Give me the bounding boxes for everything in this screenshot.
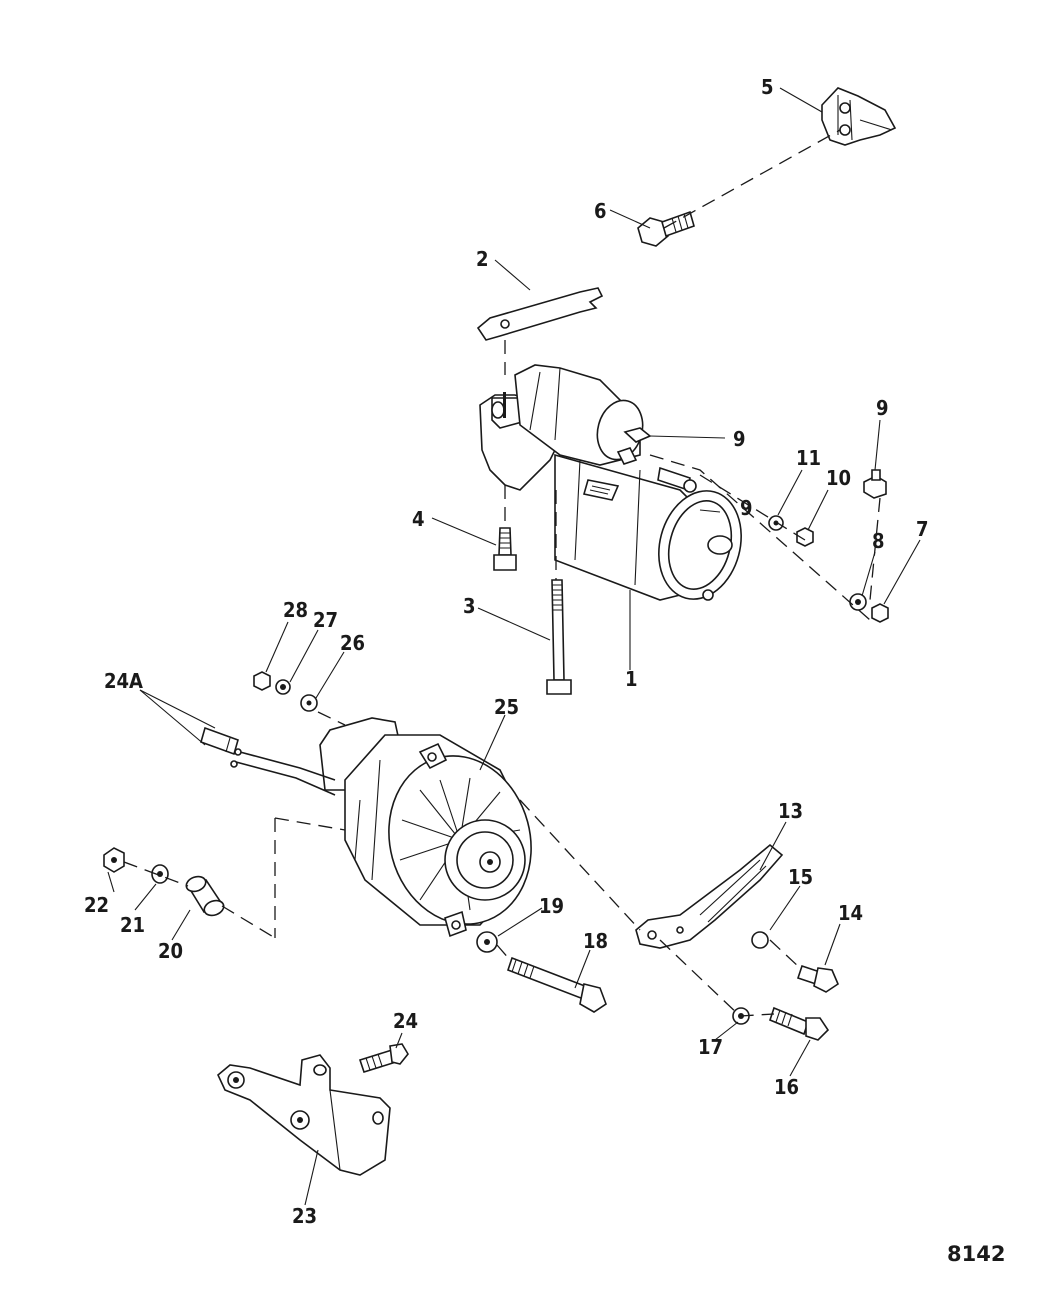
bracket-5 (821, 87, 897, 146)
nut-22 (103, 847, 125, 873)
adjusting-bracket-13 (635, 843, 784, 949)
label-9-mid: 9 (733, 427, 746, 451)
label-13: 13 (778, 799, 803, 823)
washer-27 (275, 679, 291, 695)
label-27: 27 (313, 608, 338, 632)
label-14: 14 (838, 901, 863, 925)
label-9-top: 9 (876, 396, 889, 420)
label-18: 18 (583, 929, 608, 953)
leader-lines (107, 87, 921, 1206)
bolt-18 (506, 956, 607, 1013)
spacer-20 (185, 875, 225, 917)
label-10: 10 (826, 466, 851, 490)
washer-11 (768, 515, 784, 531)
label-1: 1 (625, 667, 638, 691)
alignment-lines (123, 129, 881, 1017)
label-24: 24 (393, 1009, 418, 1033)
bolt-4 (493, 527, 517, 571)
label-23: 23 (292, 1204, 317, 1228)
nut-28 (253, 671, 271, 691)
label-8: 8 (872, 529, 885, 553)
strap-2 (476, 287, 604, 341)
label-9-low: 9 (740, 496, 753, 520)
label-25: 25 (494, 695, 519, 719)
label-22: 22 (84, 893, 109, 917)
connector-24a (200, 726, 239, 756)
alternator-25 (230, 717, 532, 938)
label-15: 15 (788, 865, 813, 889)
label-3: 3 (463, 594, 476, 618)
label-20: 20 (158, 939, 183, 963)
label-5: 5 (761, 75, 774, 99)
label-16: 16 (774, 1075, 799, 1099)
label-7: 7 (916, 517, 929, 541)
washer-26 (300, 694, 318, 712)
starter-motor-1 (479, 364, 742, 601)
bolt-6 (637, 210, 695, 247)
nut-10 (796, 527, 814, 547)
washer-19 (476, 931, 498, 953)
label-21: 21 (120, 913, 145, 937)
bolt-14 (796, 964, 839, 993)
label-19: 19 (539, 894, 564, 918)
washer-21 (151, 864, 169, 884)
label-28: 28 (283, 598, 308, 622)
mounting-bracket-23 (217, 1054, 391, 1176)
label-2: 2 (476, 247, 489, 271)
label-17: 17 (698, 1035, 723, 1059)
callout-labels: 5 6 2 9 9 9 11 10 4 8 7 3 1 28 27 26 24A… (84, 75, 1005, 1266)
bolt-24 (358, 1043, 409, 1073)
bolt-16 (769, 1006, 830, 1041)
label-26: 26 (340, 631, 365, 655)
label-24a: 24A (104, 669, 143, 693)
label-11: 11 (796, 446, 821, 470)
label-4: 4 (412, 507, 425, 531)
nut-9-top (863, 469, 887, 499)
nut-7 (871, 603, 889, 623)
washer-8 (849, 593, 867, 611)
figure-number: 8142 (947, 1242, 1005, 1266)
washer-15 (751, 931, 769, 949)
long-bolt-3 (546, 579, 572, 695)
label-6: 6 (594, 199, 607, 223)
